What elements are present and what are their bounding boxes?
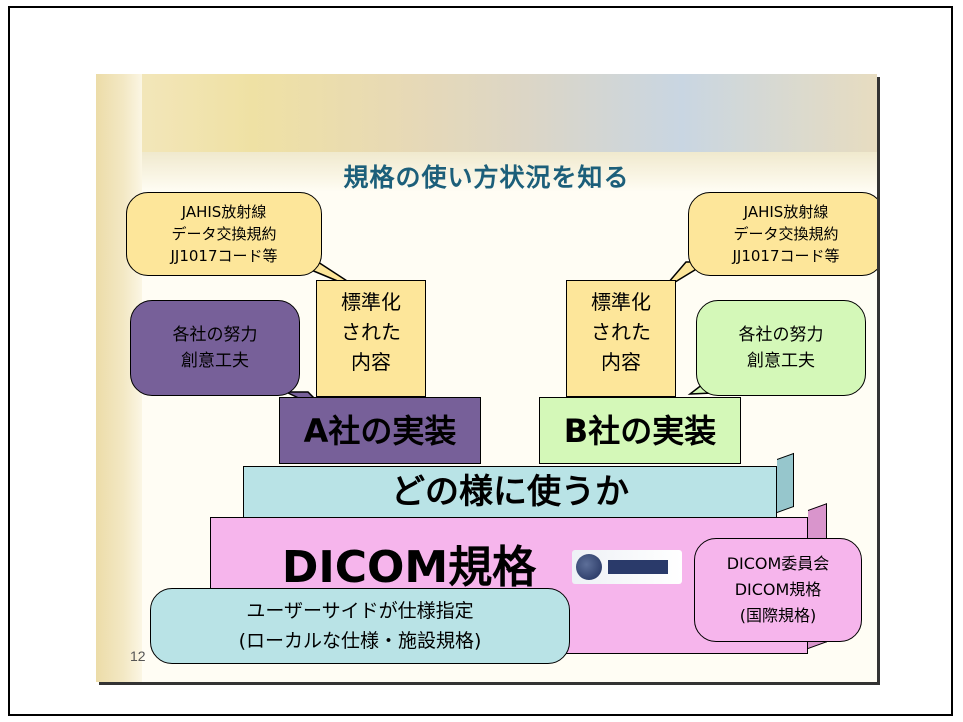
tier-company-a: A社の実装	[279, 397, 481, 464]
standardized-content-box-left: 標準化 された 内容	[316, 280, 426, 397]
decorative-banner	[96, 74, 877, 152]
globe-icon	[576, 554, 602, 580]
effort-callout-right: 各社の努力 創意工夫	[696, 300, 866, 396]
slide-frame: 規格の使い方状況を知る DICOM規格 どの様に使うか A社	[8, 6, 953, 716]
jahis-callout-left: JAHIS放射線 データ交換規約 JJ1017コード等	[126, 192, 322, 276]
page-number: 12	[130, 648, 146, 664]
dicom-committee-callout: DICOM委員会 DICOM規格 (国際規格)	[694, 538, 862, 642]
standardized-content-box-right: 標準化 された 内容	[566, 280, 676, 397]
slide: 規格の使い方状況を知る DICOM規格 どの様に使うか A社	[96, 74, 877, 682]
dicom-logo	[572, 550, 682, 584]
tier-company-b: B社の実装	[539, 397, 741, 464]
effort-callout-left: 各社の努力 創意工夫	[130, 300, 300, 396]
tier-how-to-use: どの様に使うか	[243, 466, 777, 518]
user-spec-callout: ユーザーサイドが仕様指定 (ローカルな仕様・施設規格)	[150, 588, 570, 664]
slide-title: 規格の使い方状況を知る	[343, 163, 630, 192]
jahis-callout-right: JAHIS放射線 データ交換規約 JJ1017コード等	[688, 192, 877, 276]
